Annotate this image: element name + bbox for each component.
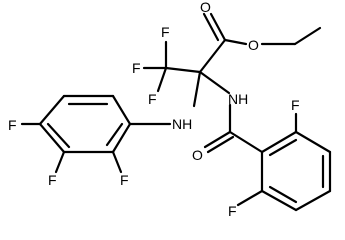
- atom-nh-amine: NH: [172, 116, 192, 132]
- bond-quaternary-nh-amide: [198, 70, 231, 95]
- bond-benzoyl-ring-5: [260, 189, 298, 212]
- atom-o-amide: O: [192, 147, 203, 163]
- atom-nh-amide: NH: [228, 91, 248, 107]
- bond-anilino-ring-1: [111, 94, 132, 126]
- atom-o-carbonyl-ester: O: [200, 0, 211, 15]
- bond-carbonyl-double-b: [202, 12, 220, 42]
- bond-ethyl-ch3-ch2: [293, 26, 322, 46]
- bond-quaternary-cf3: [164, 66, 202, 74]
- bond-benzoyl-ring-4: [294, 189, 332, 212]
- bond-anilino-ring-6: [111, 122, 132, 154]
- atom-f-benzoyl-bottom: F: [228, 203, 237, 219]
- bond-layer: [20, 12, 332, 212]
- bond-cf3-f-bottom: [156, 66, 168, 93]
- atom-f-cf3-bottom: F: [148, 91, 157, 107]
- bond-anilino-ring-3: [38, 94, 66, 126]
- bond-anilino-inner-3: [105, 122, 124, 147]
- bond-amide-double-a: [203, 130, 232, 149]
- bond-carbonyl-c-quaternary: [198, 38, 227, 74]
- chemical-structure-diagram: F F F O O NH NH O F F F F F: [8, 0, 332, 219]
- bond-anilino-f-2: [111, 150, 123, 174]
- atom-f-cf3-left: F: [132, 60, 141, 76]
- bond-benzoyl-inner-1: [268, 138, 298, 157]
- atom-o-ester: O: [248, 37, 259, 53]
- atom-f-anilino-4: F: [8, 117, 17, 133]
- bond-benzoyl-ring-2: [294, 130, 332, 154]
- structure-canvas: F F F O O NH NH O F F F F F: [8, 0, 332, 219]
- bond-benzoyl-ring-1: [260, 130, 298, 154]
- bond-anilino-f-3: [54, 150, 66, 174]
- bond-anilino-inner-2: [46, 122, 71, 149]
- bond-benzoyl-inner-3: [268, 185, 298, 204]
- atom-f-anilino-2: F: [120, 172, 129, 188]
- bond-amide-c-ring: [228, 130, 264, 154]
- bond-amide-double-b: [206, 135, 235, 154]
- bond-quaternary-nh-amine: [192, 70, 202, 108]
- bond-o-carbonyl-c: [223, 38, 248, 46]
- bond-anilino-ring-4: [38, 122, 66, 154]
- bond-carbonyl-double-a: [209, 12, 227, 42]
- atom-f-benzoyl-top: F: [291, 97, 300, 113]
- bond-benzoyl-f-bottom: [236, 189, 264, 207]
- atom-f-anilino-3: F: [48, 172, 57, 188]
- atom-label-layer: F F F O O NH NH O F F F F F: [8, 0, 300, 219]
- atom-f-cf3-top: F: [161, 24, 170, 40]
